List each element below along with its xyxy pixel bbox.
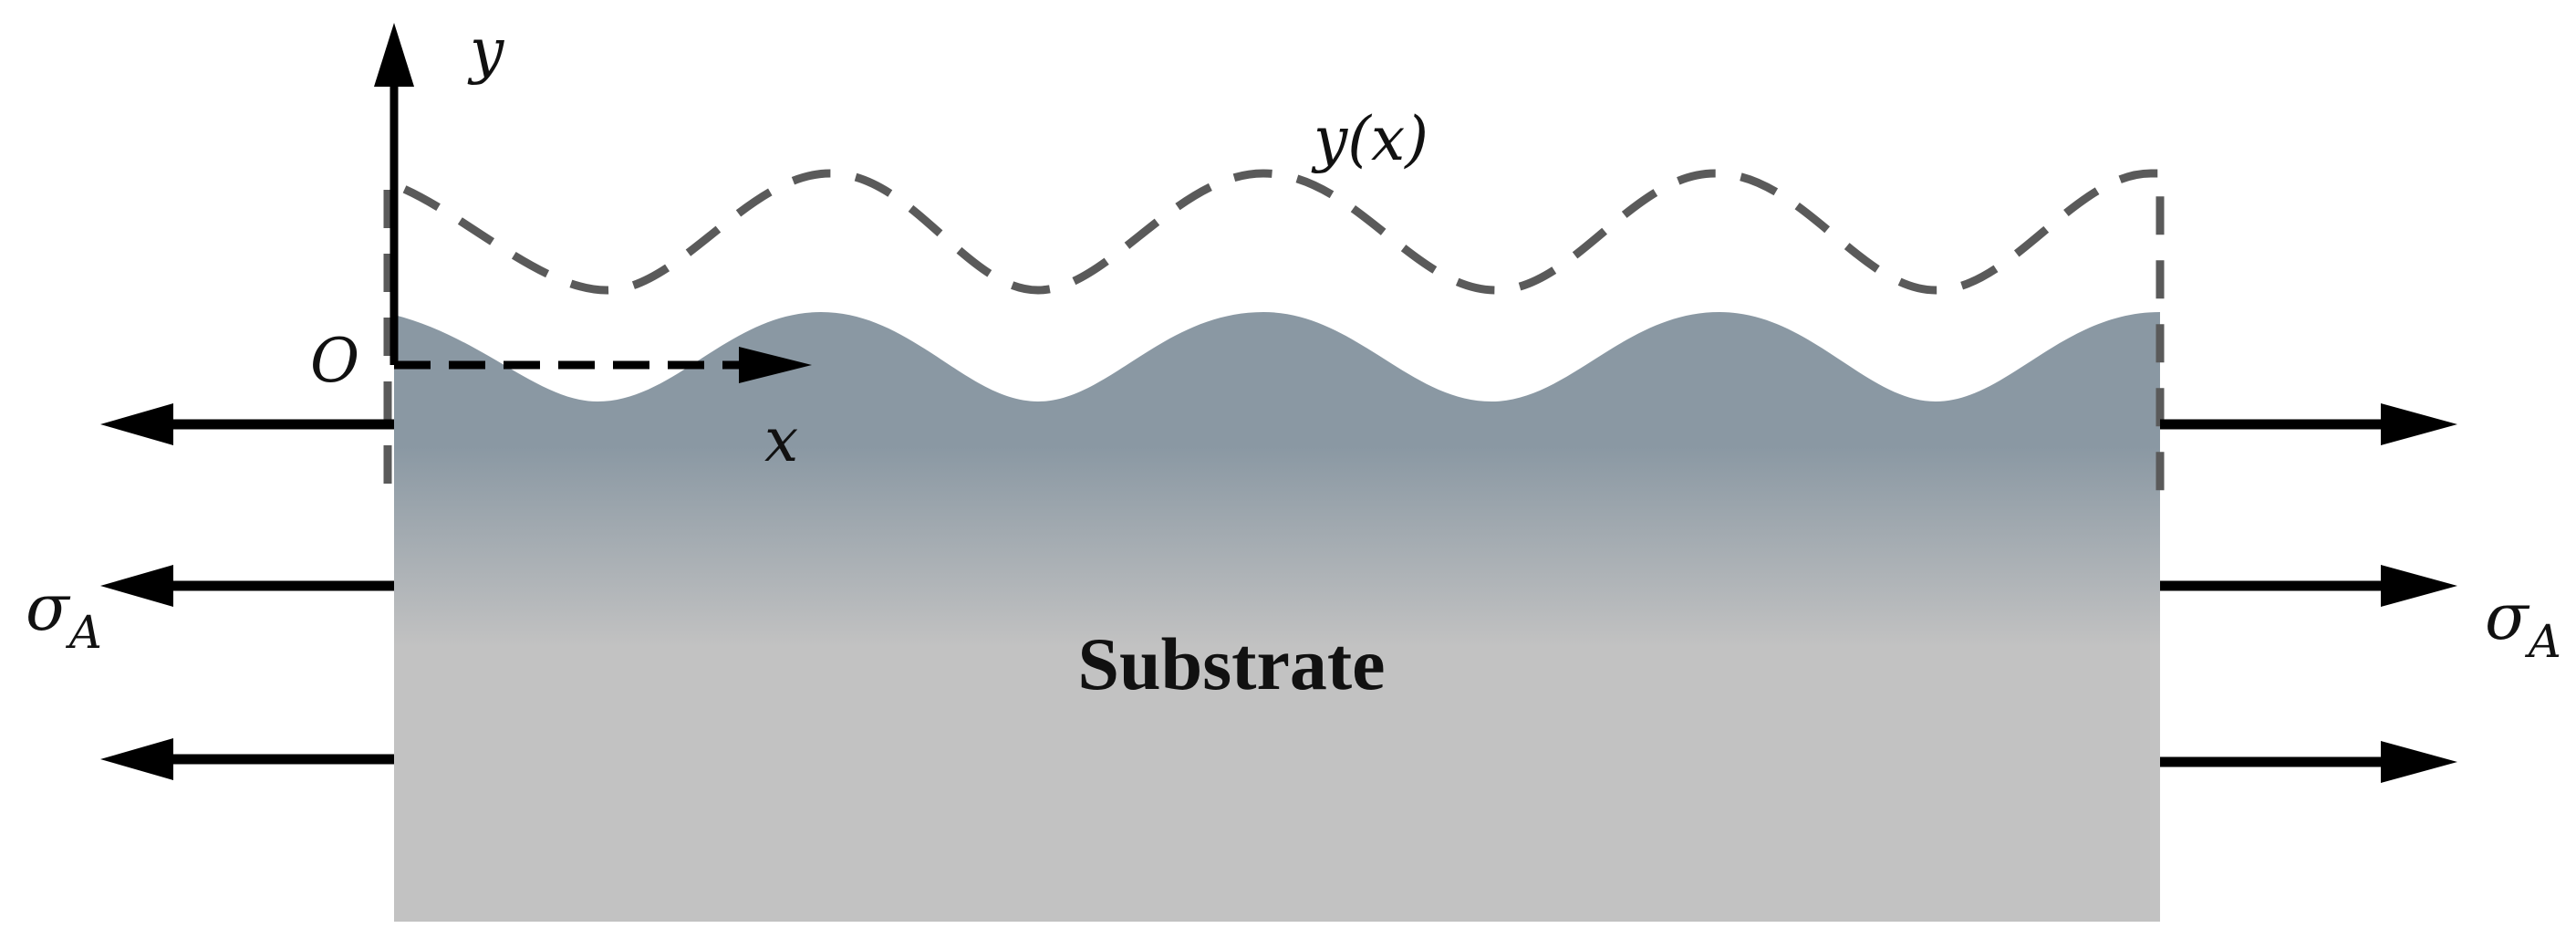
x-axis-arrow (394, 347, 812, 383)
stress-label-right: σA (2485, 579, 2561, 668)
origin-label: O (310, 326, 359, 396)
surface-curve-label: y(x) (1311, 104, 1428, 174)
stress-symbol-left: σ (26, 570, 71, 645)
x-axis-label: x (764, 405, 798, 475)
surface-profile-dashed-curve (383, 169, 2165, 497)
stress-symbol-right: σ (2485, 579, 2530, 654)
y-axis-label: y (467, 16, 504, 86)
substrate-body (394, 312, 2160, 922)
svg-text:σA: σA (26, 570, 102, 659)
stress-label-left: σA (26, 570, 102, 659)
stress-subscript-right: A (2525, 615, 2561, 668)
left-stress-arrows (100, 403, 394, 780)
y-axis-arrow (374, 23, 414, 365)
stress-subscript-left: A (66, 606, 102, 659)
svg-text:σA: σA (2485, 579, 2561, 668)
right-stress-arrows (2160, 403, 2457, 783)
substrate-label: Substrate (1077, 622, 1385, 705)
